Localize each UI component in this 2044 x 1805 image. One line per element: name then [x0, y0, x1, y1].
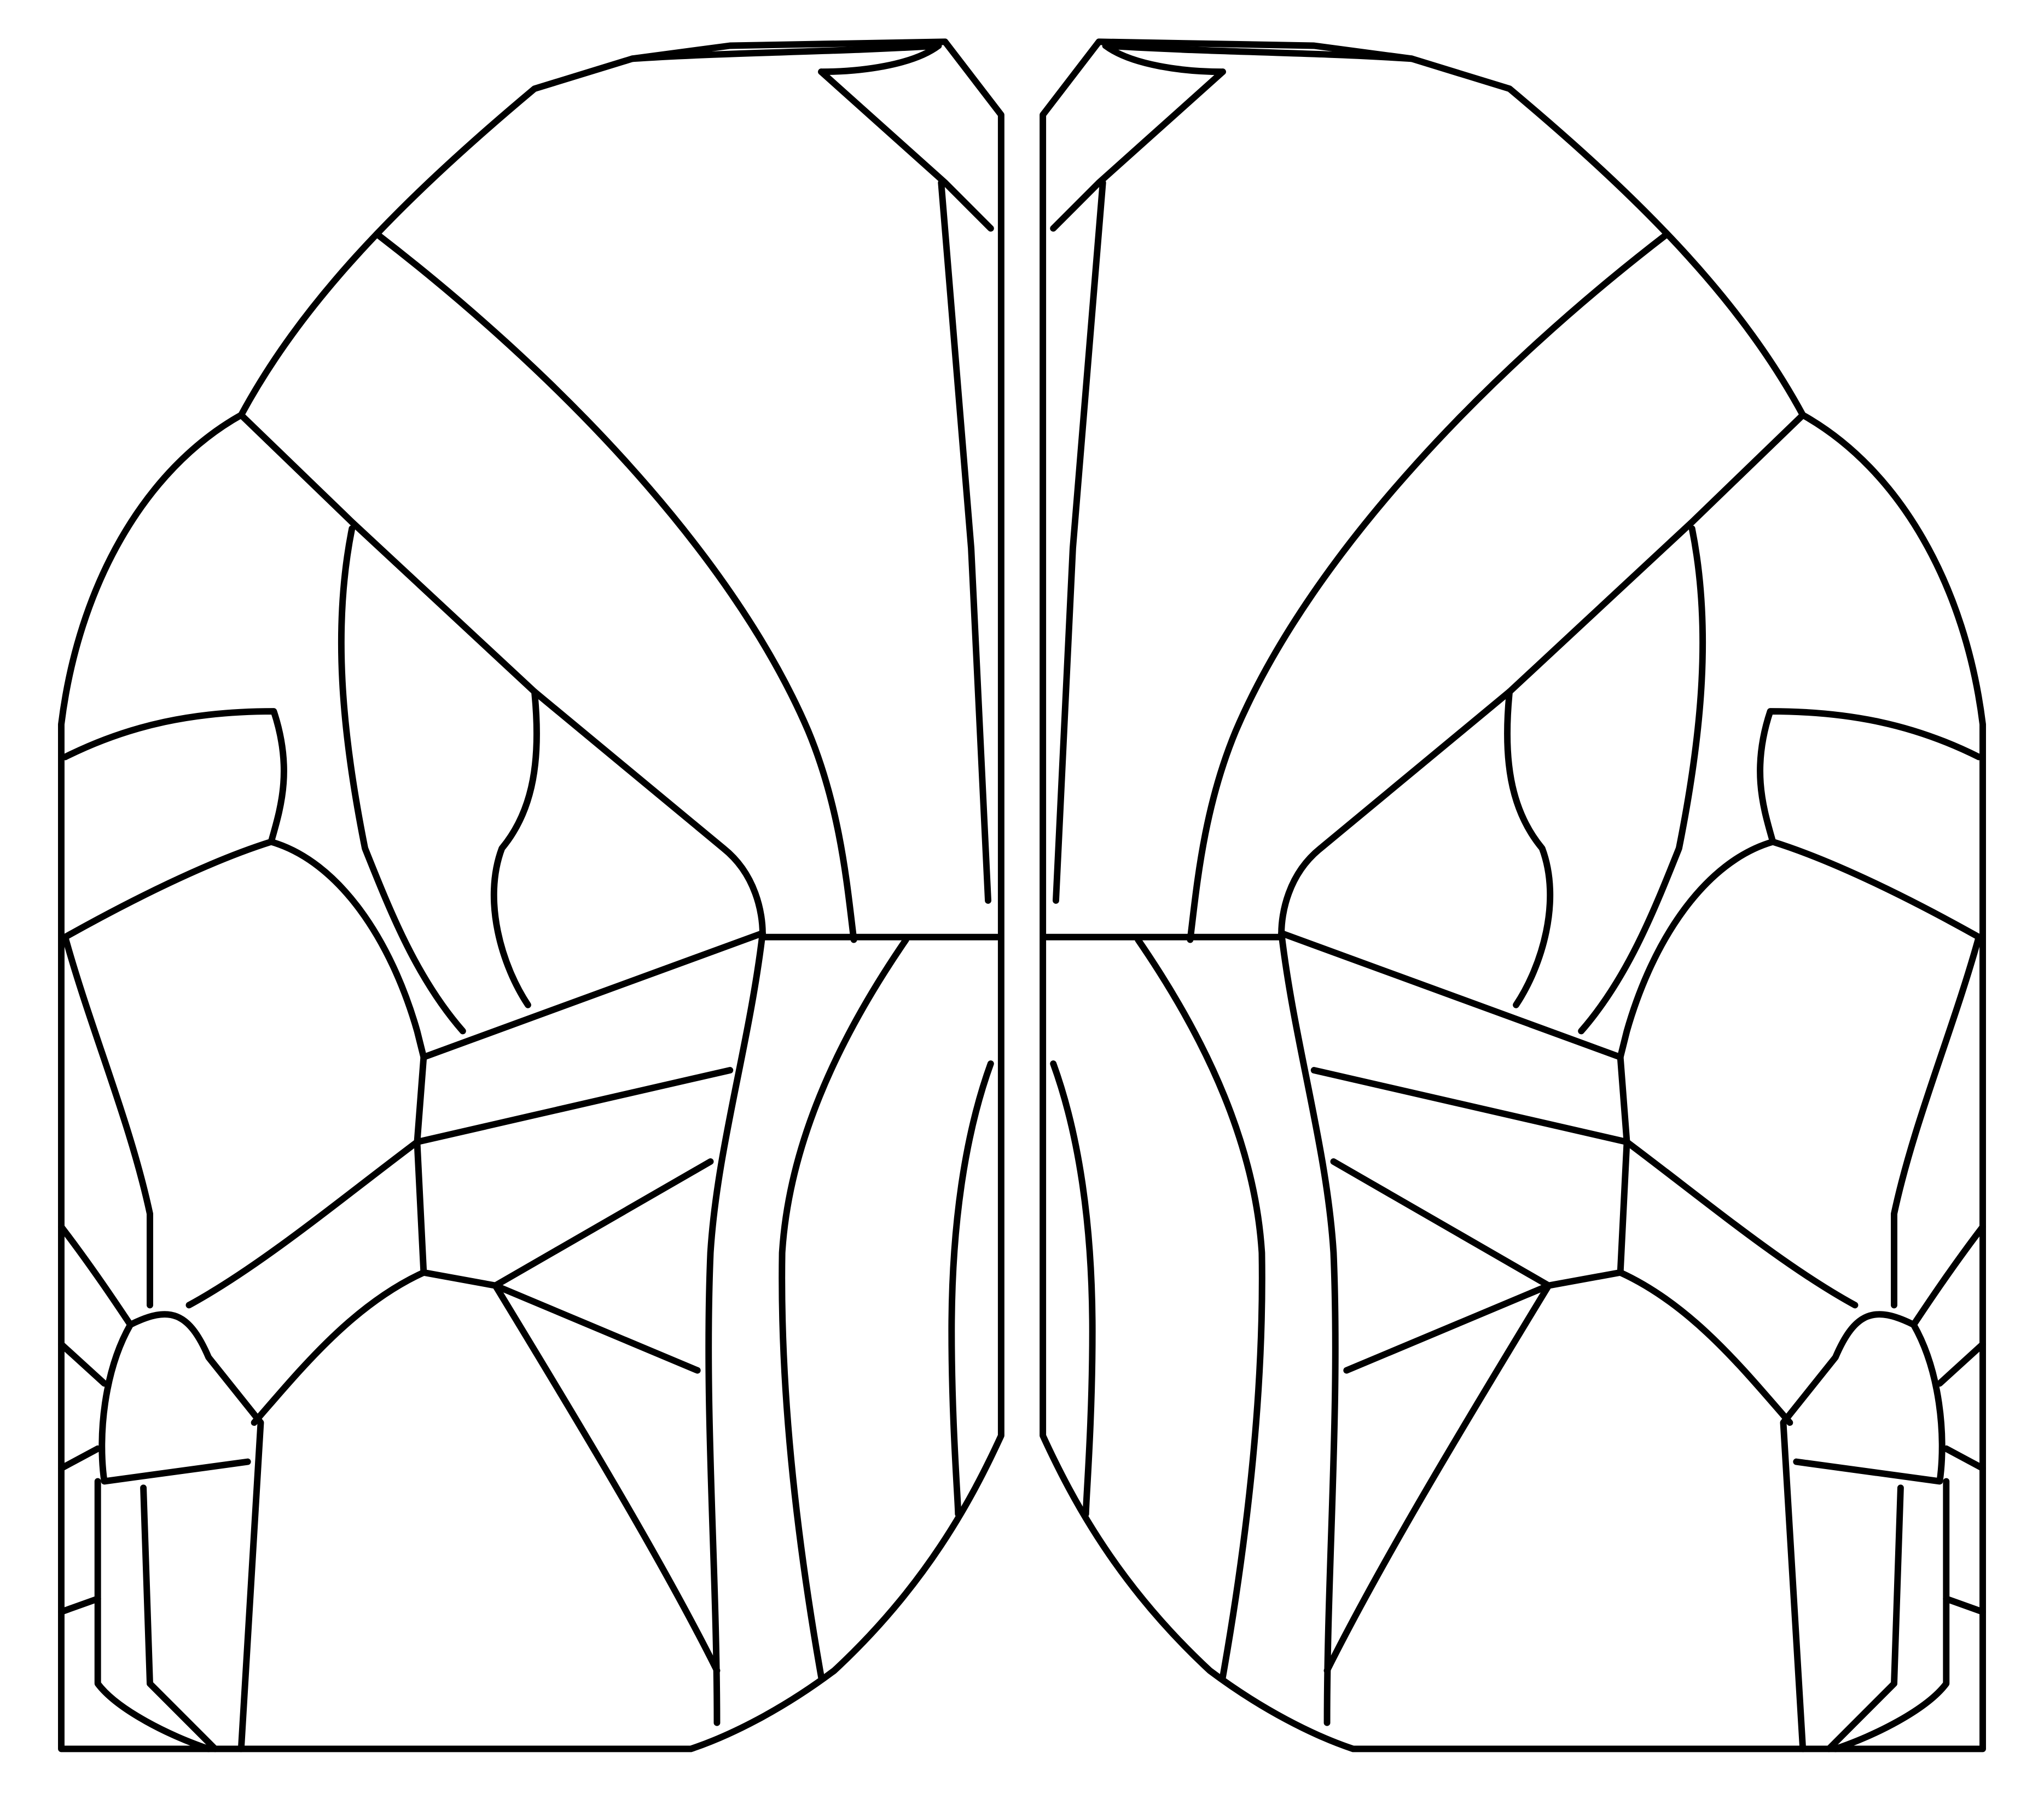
right-mid-band-top: [1278, 930, 1624, 1061]
right-lower-cell-b: [1793, 1321, 1946, 1485]
left-lateral-arc: [338, 525, 466, 1035]
right-ventral-strip-c: [1050, 1060, 1096, 1518]
left-outer-boundary: [58, 38, 1004, 1752]
left-edge-notch-b: [58, 1340, 108, 1387]
left-lower-cell-c: [94, 1478, 212, 1752]
right-lateral-arc: [1578, 525, 1706, 1035]
left-fan-e: [251, 1269, 427, 1426]
right-top-ridge: [1102, 42, 1415, 76]
right-lateral-cell-c: [1891, 933, 1982, 1309]
left-lower-cell-a: [127, 1311, 264, 1752]
left-upper-diagonal: [237, 411, 766, 937]
right-fan-a: [1623, 1139, 1859, 1309]
right-fan-c: [1343, 1282, 1552, 1374]
left-dorsal-strip: [818, 68, 994, 232]
right-dorsal-strip: [1050, 68, 1226, 232]
right-ventral-strip-a: [1278, 930, 1339, 1726]
right-hemisphere: [1040, 38, 1986, 1752]
left-fan-c: [492, 1282, 701, 1374]
left-ventral-strip-a: [705, 930, 766, 1726]
left-mid-band-left: [414, 1054, 427, 1276]
right-lower-cell-a: [1780, 1311, 1917, 1752]
left-fan-b: [420, 1158, 714, 1289]
right-ventral-strip-b: [1135, 936, 1265, 1681]
right-fan-e: [1617, 1269, 1793, 1426]
left-lateral-cell-a: [62, 708, 287, 941]
right-superior-arc: [1187, 231, 1669, 943]
left-lower-cell-d: [140, 1484, 219, 1752]
left-mid-band-bottom: [414, 1067, 734, 1146]
right-lower-cell-d: [1825, 1484, 1904, 1752]
right-edge-notch-a: [1910, 1223, 1986, 1328]
right-outer-boundary: [1040, 38, 1986, 1752]
left-lateral-cell-b: [268, 838, 427, 1061]
left-edge-notch-d: [58, 1595, 101, 1615]
left-inner-loop: [490, 688, 540, 1008]
right-fan-d: [1323, 1282, 1552, 1674]
left-hemisphere: [58, 38, 1004, 1752]
left-mid-band-top: [420, 930, 766, 1061]
right-edge-notch-c: [1943, 1445, 1986, 1472]
left-ventral-strip-c: [948, 1060, 994, 1518]
left-edge-notch-a: [58, 1223, 134, 1328]
right-lower-cell-c: [1832, 1478, 1950, 1752]
left-medial-stripe: [938, 179, 992, 904]
left-fan-a: [185, 1139, 421, 1309]
right-edge-notch-d: [1943, 1595, 1986, 1615]
right-mid-band-bottom: [1310, 1067, 1630, 1146]
left-ventral-strip-b: [779, 936, 909, 1681]
right-lateral-cell-a: [1757, 708, 1982, 941]
right-inner-loop: [1504, 688, 1554, 1008]
left-superior-arc: [375, 231, 857, 943]
left-lateral-cell-c: [62, 933, 153, 1309]
right-lateral-cell-b: [1617, 838, 1776, 1061]
left-fan-d: [492, 1282, 721, 1674]
right-mid-band-left: [1617, 1054, 1630, 1276]
right-medial-stripe: [1052, 179, 1106, 904]
left-lower-cell-b: [98, 1321, 251, 1485]
left-edge-notch-c: [58, 1445, 101, 1472]
right-upper-diagonal: [1278, 411, 1807, 937]
left-top-ridge: [629, 42, 942, 76]
right-fan-b: [1330, 1158, 1624, 1289]
right-edge-notch-b: [1936, 1340, 1986, 1387]
